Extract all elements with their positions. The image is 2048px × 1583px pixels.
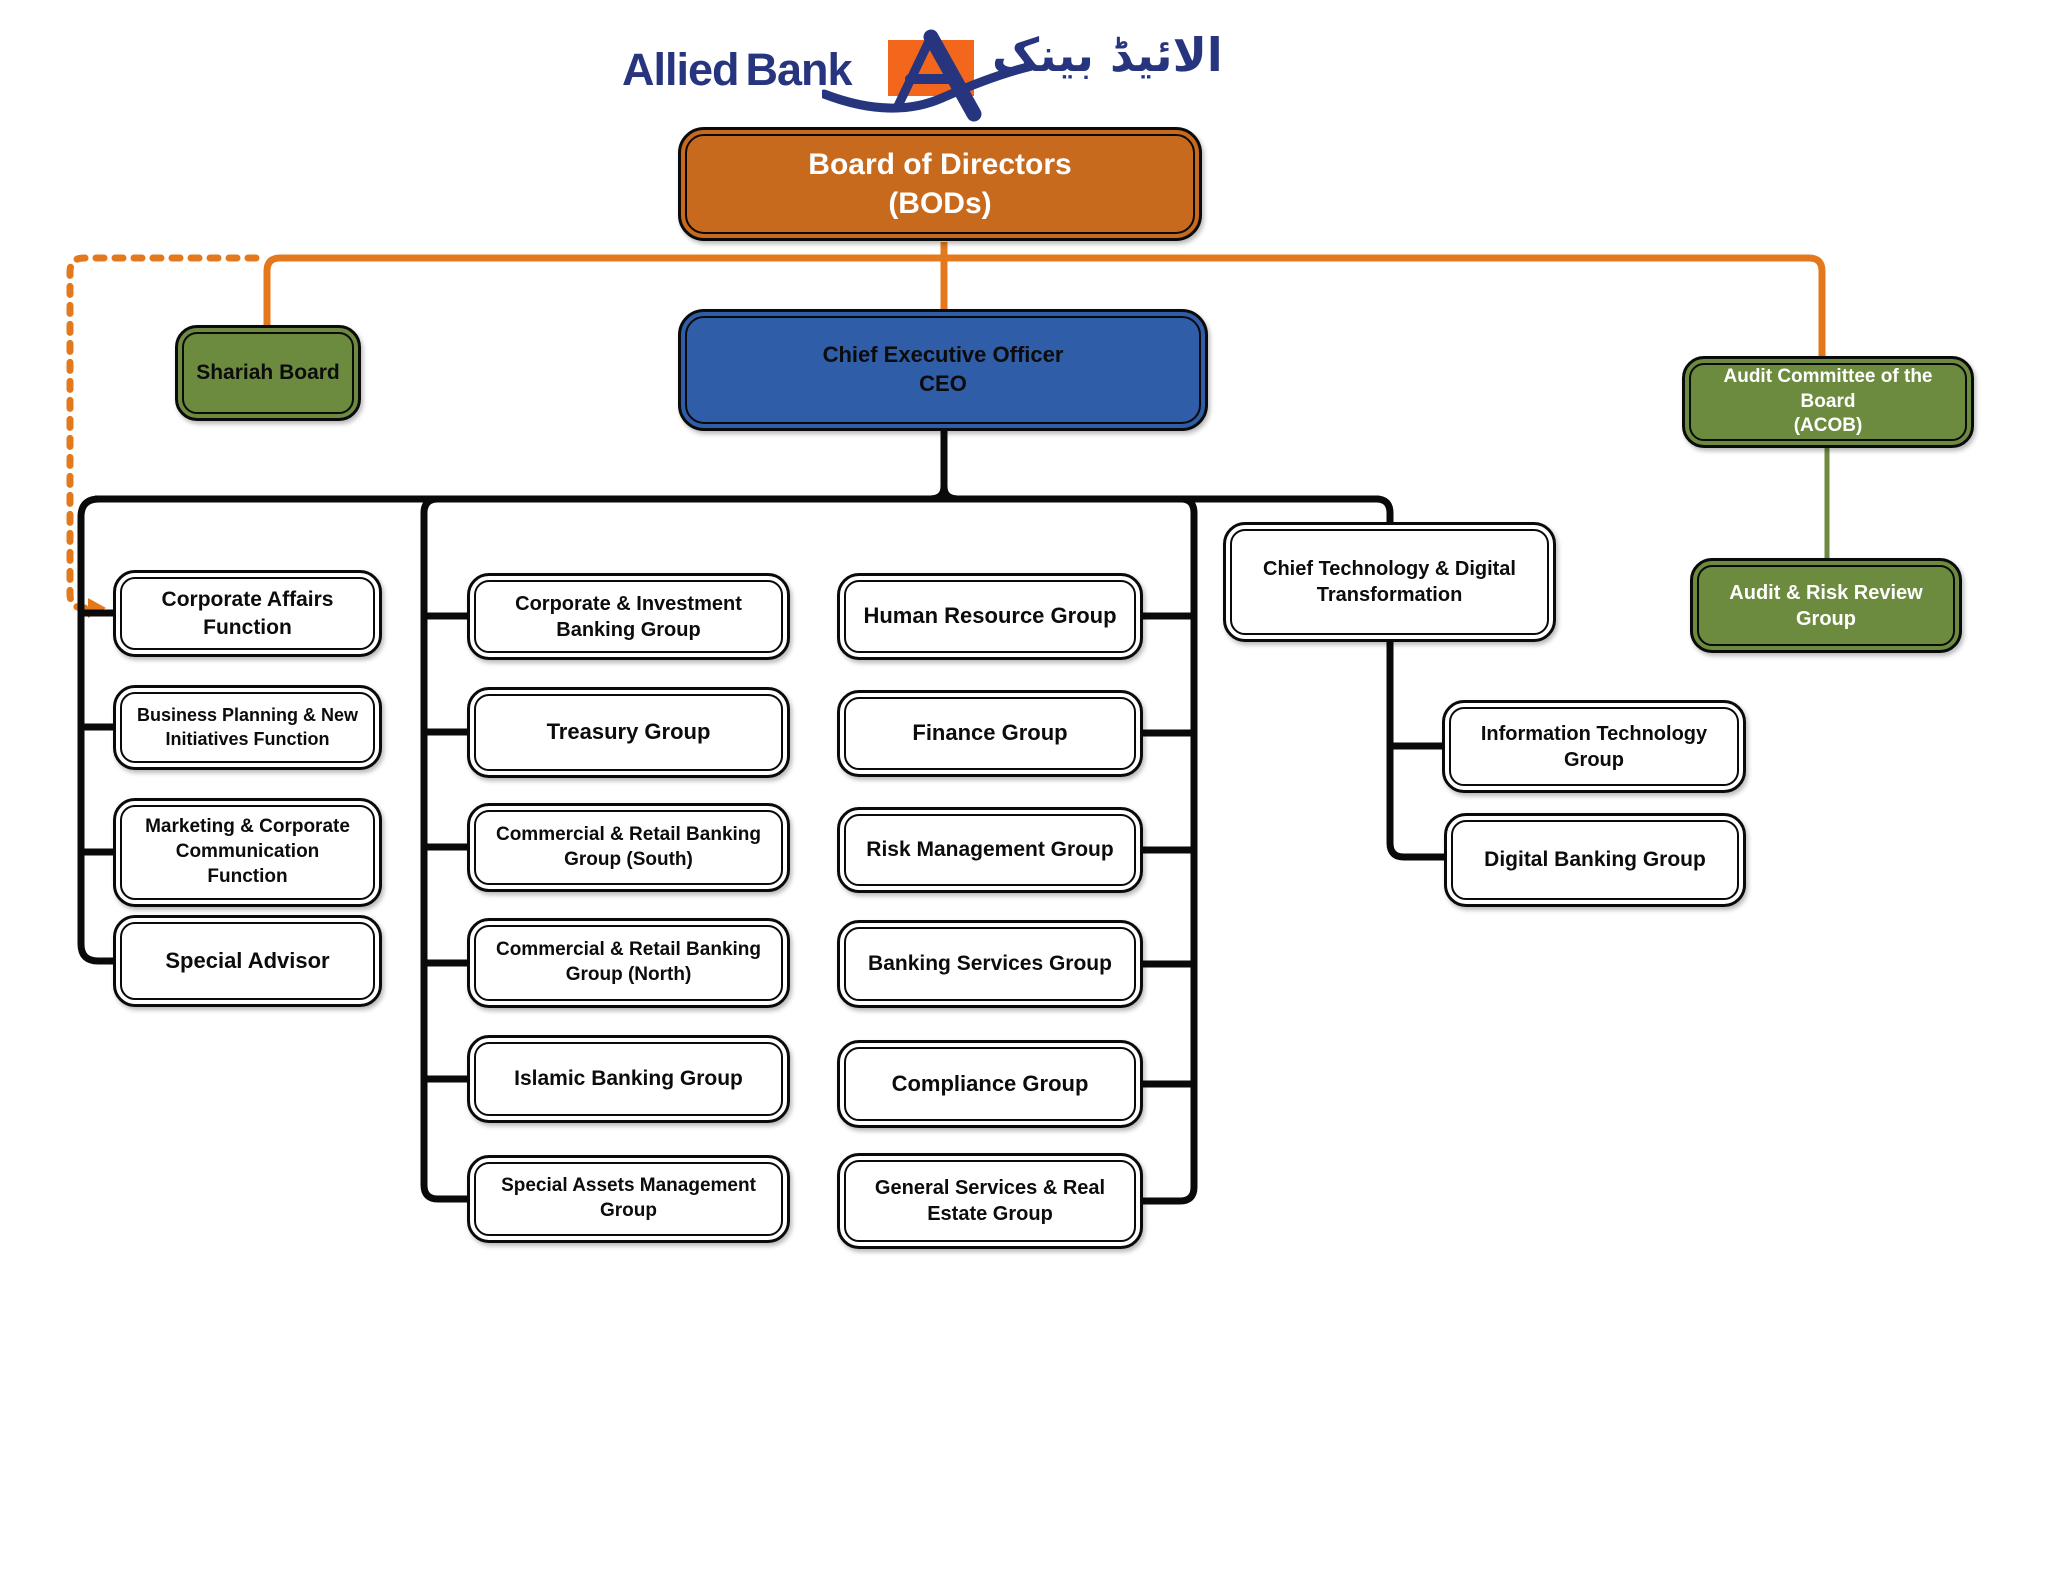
dashed-line-bod-to-corporate-affairs [66,254,260,612]
node-shariah-board: Shariah Board [175,325,361,421]
logo-urdu-name: الائیڈ بینک [992,28,1223,82]
node-human-resource-group: Human Resource Group [837,573,1143,660]
node-digital-banking-group: Digital Banking Group [1444,813,1746,907]
node-commercial-retail-banking-south: Commercial & Retail Banking Group (South… [467,803,790,892]
node-finance-group: Finance Group [837,690,1143,777]
node-corporate-investment-banking-group: Corporate & Investment Banking Group [467,573,790,660]
node-banking-services-group: Banking Services Group [837,920,1143,1008]
logo-swoosh [822,61,1032,113]
node-corporate-affairs-function: Corporate Affairs Function [113,570,382,657]
logo-word-allied: Allied [622,44,740,95]
allied-bank-a-mark-icon [822,29,1032,122]
node-ceo: Chief Executive Officer CEO [678,309,1208,431]
node-commercial-retail-banking-north: Commercial & Retail Banking Group (North… [467,918,790,1008]
node-audit-risk-review-group: Audit & Risk Review Group [1690,558,1962,653]
node-risk-management-group: Risk Management Group [837,807,1143,893]
branches-column-3 [1140,612,1194,1088]
black-connectors [77,430,1448,1205]
branches-column-2 [424,612,470,1083]
node-islamic-banking-group: Islamic Banking Group [467,1035,790,1123]
logo-word-bank: Bank [745,44,853,95]
node-special-assets-management-group: Special Assets Management Group [467,1155,790,1243]
spine-left-column [77,495,116,965]
node-general-services-real-estate-group: General Services & Real Estate Group [837,1153,1143,1249]
logo-letter-a [892,29,982,122]
spine-column-2 [420,495,470,1203]
node-chief-technology-digital-transformation: Chief Technology & Digital Transformatio… [1223,522,1556,642]
node-business-planning-new-initiatives: Business Planning & New Initiatives Func… [113,685,382,770]
node-treasury-group: Treasury Group [467,687,790,778]
node-audit-committee-of-the-board: Audit Committee of the Board (ACOB) [1682,356,1974,448]
node-board-of-directors: Board of Directors (BODs) [678,127,1202,241]
node-information-technology-group: Information Technology Group [1442,700,1746,793]
spine-ctdt [1375,495,1448,861]
node-compliance-group: Compliance Group [837,1040,1143,1128]
branches-left-column [81,609,116,856]
node-special-advisor: Special Advisor [113,915,382,1007]
spine-column-3 [1140,495,1198,1205]
line-bod-to-shariah-and-acob [263,254,1826,357]
node-marketing-corporate-communication: Marketing & Corporate Communication Func… [113,798,382,907]
